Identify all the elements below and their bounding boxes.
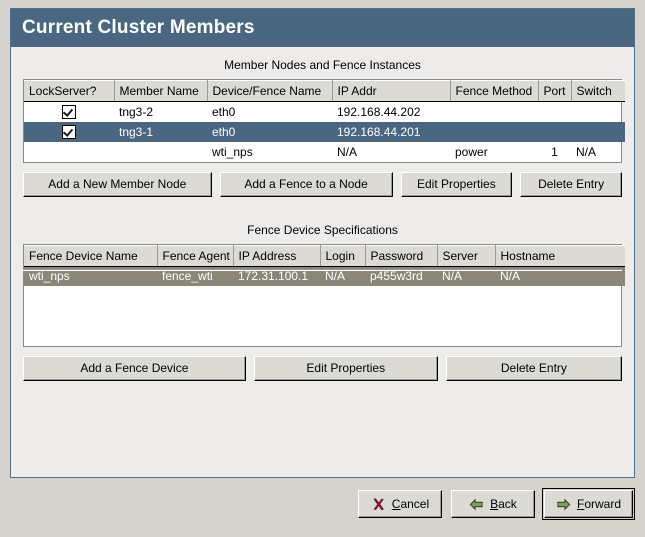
column-header-password[interactable]: Password [365,244,438,267]
cell-switch [571,121,625,142]
column-header-device-fence-name[interactable]: Device/Fence Name [207,80,333,102]
column-header-ip-addr[interactable]: IP Addr [332,80,451,102]
druid-panel: Current Cluster Members Member Nodes and… [10,8,635,478]
cell-empty [24,286,625,306]
column-header-fence-device-name[interactable]: Fence Device Name [24,244,158,267]
cell-fence-method [450,121,538,142]
member-nodes-table[interactable]: LockServer? Member Name Device/Fence Nam… [23,79,625,163]
cell-empty [24,306,625,326]
table-row[interactable]: tng3-2 eth0 192.168.44.202 [24,102,625,122]
cell-member-name [114,142,207,162]
edit-properties-button[interactable]: Edit Properties [400,171,513,197]
table-empty-row [24,326,625,346]
cancel-button-label: Cancel [391,497,430,511]
cell-device-fence-name: eth0 [207,121,332,142]
add-fence-device-button[interactable]: Add a Fence Device [23,356,246,381]
back-button[interactable]: Back [450,490,535,518]
column-header-fence-method[interactable]: Fence Method [450,80,539,102]
cell-lockserver[interactable] [24,102,114,122]
cell-port [538,121,571,142]
page-title: Current Cluster Members [22,17,255,38]
cell-password: p455w3rd [365,266,437,286]
panel-body: Member Nodes and Fence Instances LockSer… [11,47,634,477]
forward-button-label: Forward [576,497,621,511]
cell-member-name: tng3-2 [119,104,154,119]
column-header-server[interactable]: Server [437,244,496,267]
cell-ip-addr: 192.168.44.201 [332,121,450,142]
cell-fence-device-name: wti_nps [24,266,157,286]
cell-lockserver [24,142,114,162]
fence-actions-toolbar: Add a Fence Device Edit Properties Delet… [23,356,622,381]
table-empty-row [24,286,625,306]
member-actions-toolbar: Add a New Member Node Add a Fence to a N… [23,171,622,197]
fence-section-caption: Fence Device Specifications [247,222,398,237]
fence-delete-entry-button[interactable]: Delete Entry [445,356,622,381]
cell-fence-method [450,102,538,122]
column-header-login[interactable]: Login [320,244,366,267]
cell-device-fence-name: wti_nps [212,144,253,159]
column-header-switch[interactable]: Switch [571,80,625,102]
forward-button[interactable]: Forward [541,488,636,520]
back-button-label: Back [490,497,517,511]
cell-server: N/A [437,266,495,286]
column-header-port[interactable]: Port [538,80,572,102]
add-new-member-node-button[interactable]: Add a New Member Node [23,171,212,197]
table-row[interactable]: wti_nps fence_wti 172.31.100.1 N/A p455w… [24,266,625,286]
delete-entry-button[interactable]: Delete Entry [520,171,622,197]
arrow-left-icon [469,498,483,510]
footer-bar: Cancel Back Forward [0,482,645,537]
cell-fence-agent: fence_wti [157,266,233,286]
cancel-button[interactable]: Cancel [357,490,442,518]
cell-empty [24,326,625,346]
members-section-caption: Member Nodes and Fence Instances [224,58,421,72]
column-header-fence-agent[interactable]: Fence Agent [157,244,234,267]
table-empty-row [24,306,625,326]
cell-hostname: N/A [495,266,625,286]
cell-ip-addr: 192.168.44.202 [337,104,421,119]
table-row[interactable]: wti_nps N/A power 1 N/A [24,142,625,162]
cell-switch: N/A [576,144,597,159]
navigation-buttons: Cancel Back Forward [357,488,636,520]
table-row[interactable]: tng3-1 eth0 192.168.44.201 [24,121,625,142]
lockserver-checkbox[interactable] [62,124,76,139]
cell-lockserver[interactable] [24,121,114,142]
column-header-member-name[interactable]: Member Name [114,80,208,102]
cell-ip-addr: N/A [337,144,358,159]
title-bar: Current Cluster Members [11,9,634,47]
table-header-row: Fence Device Name Fence Agent IP Address… [24,244,625,267]
cell-port: 1 [551,144,558,159]
column-header-hostname[interactable]: Hostname [495,244,625,267]
cell-member-name: tng3-1 [114,121,207,142]
cell-switch [571,102,625,122]
fence-edit-properties-button[interactable]: Edit Properties [253,356,438,381]
table-header-row: LockServer? Member Name Device/Fence Nam… [24,80,625,102]
cell-ip-address: 172.31.100.1 [233,266,320,286]
lockserver-checkbox[interactable] [62,105,76,120]
cell-port [538,102,571,122]
column-header-lockserver[interactable]: LockServer? [24,80,115,102]
cell-device-fence-name: eth0 [212,104,236,119]
arrow-right-icon [557,498,571,510]
add-fence-to-node-button[interactable]: Add a Fence to a Node [219,171,393,197]
fence-devices-table[interactable]: Fence Device Name Fence Agent IP Address… [23,243,625,347]
cell-fence-method: power [455,144,488,159]
cell-login: N/A [320,266,365,286]
column-header-ip-address[interactable]: IP Address [233,244,321,267]
cancel-x-icon [373,497,384,510]
section-divider [23,269,622,271]
